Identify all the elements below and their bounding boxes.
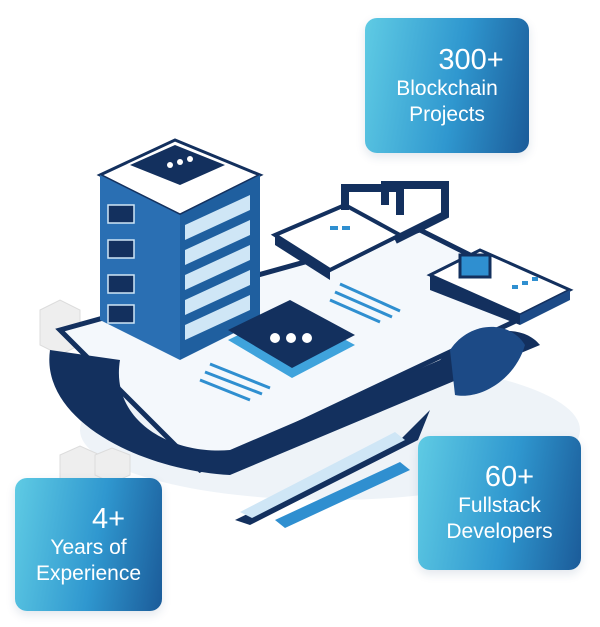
stat-label-line1: Blockchain (396, 76, 498, 100)
stat-card-years-experience: 4+ Years of Experience (15, 478, 162, 611)
stat-label-line2: Developers (446, 520, 553, 543)
server-rack-icon (96, 138, 264, 360)
stat-label-line2: Projects (409, 102, 485, 126)
hardware-device-icon (426, 248, 574, 325)
stat-card-blockchain-projects: 300+ Blockchain Projects (365, 18, 529, 153)
stat-label-line2: Experience (35, 561, 142, 585)
chain-link-icon (270, 181, 449, 280)
stat-label-line1: Fullstack (458, 494, 541, 517)
stat-number: 4+ (91, 502, 126, 535)
stat-label-line1: Years of (50, 535, 127, 559)
chat-bubble-icon (228, 300, 355, 378)
pen-icon (235, 410, 430, 528)
stat-card-fullstack-developers: 60+ Fullstack Developers (418, 436, 581, 570)
stat-number: 60+ (484, 461, 535, 493)
stat-number: 300+ (438, 43, 504, 76)
